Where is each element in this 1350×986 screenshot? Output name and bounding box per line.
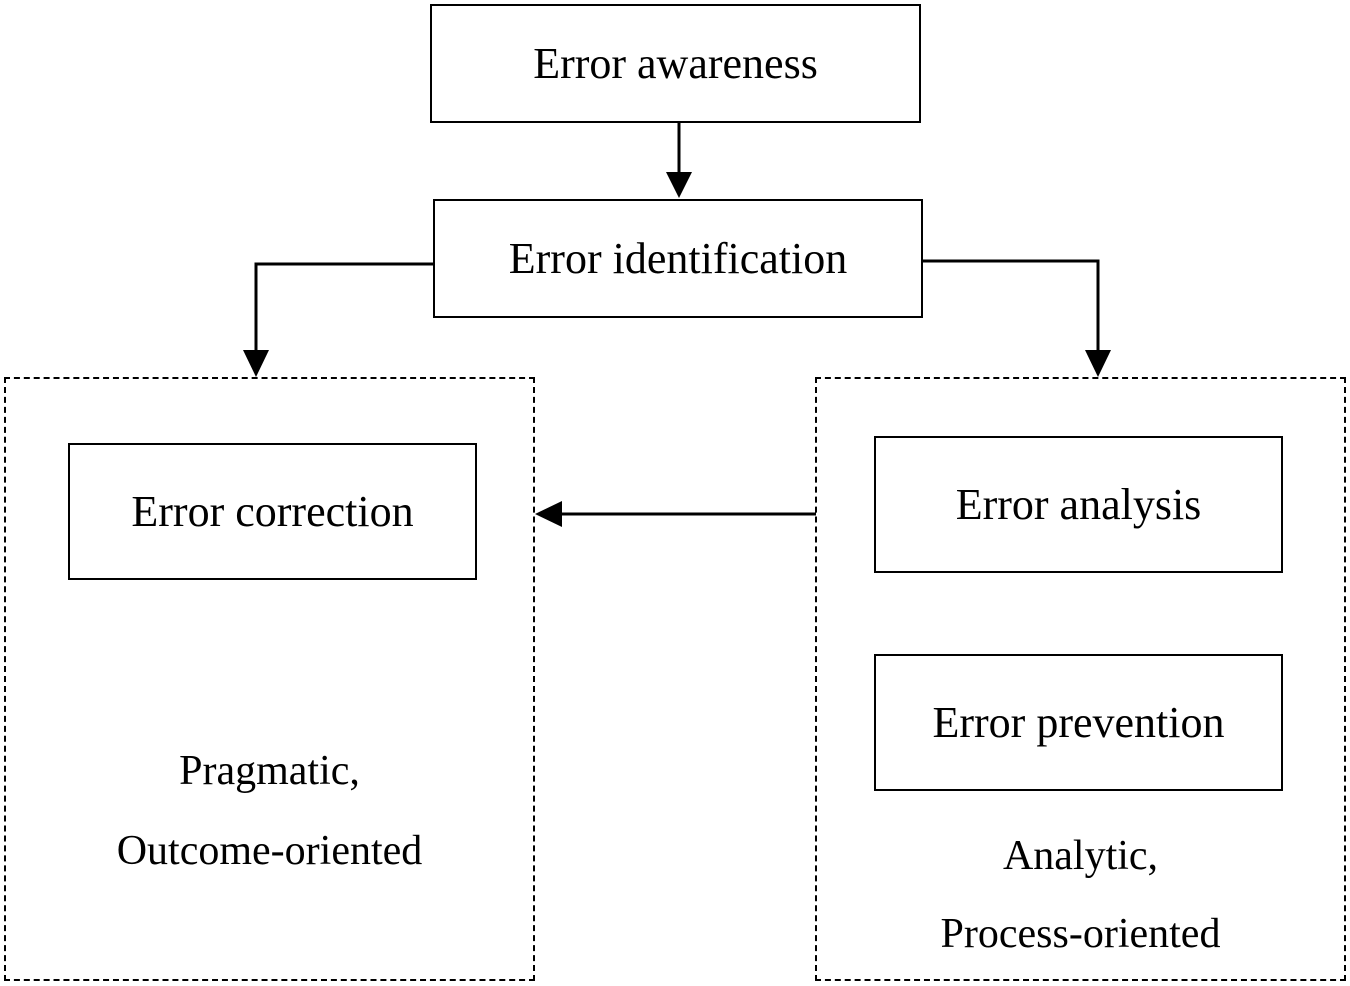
node-error-analysis: Error analysis bbox=[874, 436, 1283, 573]
right-group-caption-line2: Process-oriented bbox=[940, 911, 1221, 957]
group-pragmatic-outcome-oriented bbox=[4, 377, 535, 981]
node-error-identification-label: Error identification bbox=[508, 234, 848, 283]
edge-identification-to-right-group bbox=[922, 259, 1100, 350]
left-group-caption-line1: Pragmatic, bbox=[179, 748, 360, 794]
group-analytic-process-oriented bbox=[815, 377, 1346, 981]
right-group-caption-line1: Analytic, bbox=[1002, 833, 1159, 879]
node-error-correction-label: Error correction bbox=[131, 487, 414, 536]
node-error-correction: Error correction bbox=[68, 443, 477, 580]
edge-identification-to-left-group bbox=[254, 262, 433, 350]
node-error-prevention-label: Error prevention bbox=[932, 698, 1225, 747]
left-group-caption-line2: Outcome-oriented bbox=[116, 828, 423, 874]
arrowhead-identification bbox=[666, 172, 692, 198]
node-error-prevention: Error prevention bbox=[874, 654, 1283, 791]
node-error-analysis-label: Error analysis bbox=[955, 480, 1202, 529]
arrowhead-left-group bbox=[243, 350, 269, 377]
arrowhead-correction bbox=[535, 501, 562, 527]
node-error-awareness: Error awareness bbox=[430, 4, 921, 123]
node-error-awareness-label: Error awareness bbox=[533, 39, 818, 88]
arrowhead-right-group bbox=[1085, 350, 1111, 377]
node-error-identification: Error identification bbox=[433, 199, 923, 318]
